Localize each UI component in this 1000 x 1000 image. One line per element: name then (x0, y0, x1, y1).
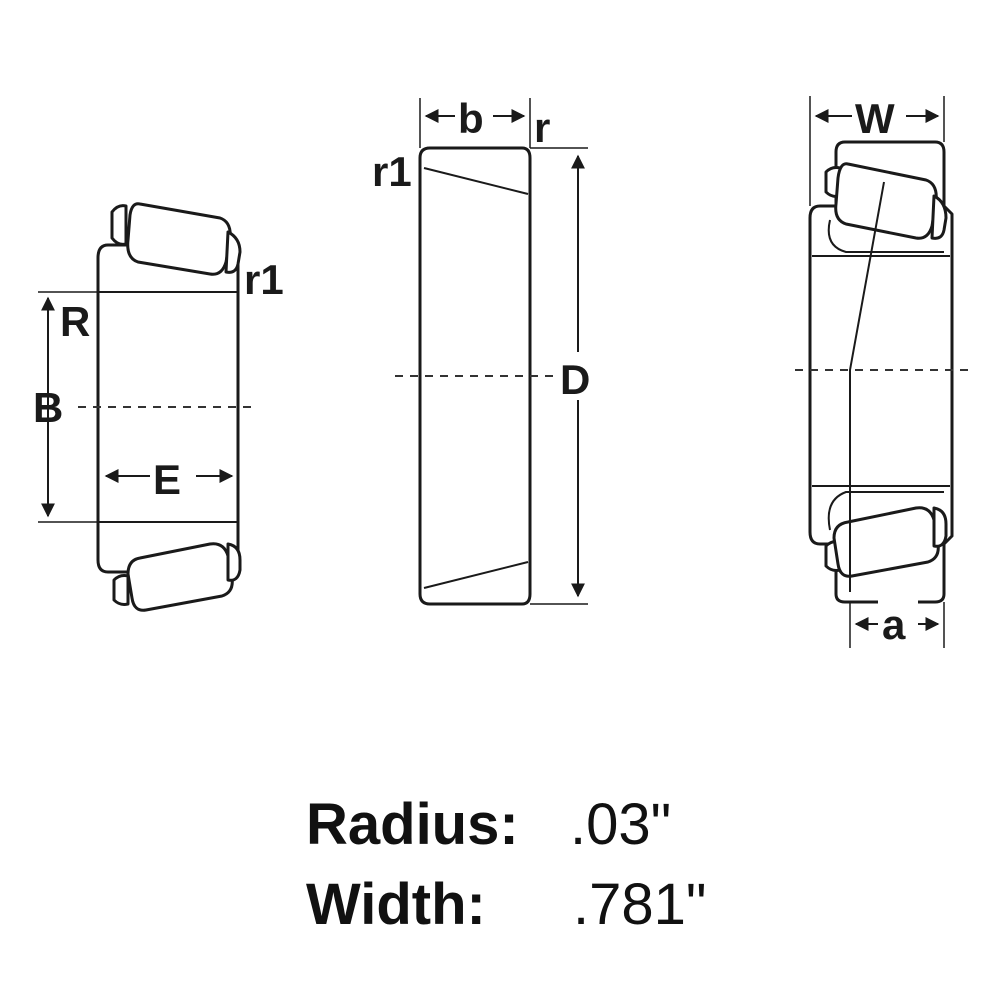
label-B: B (33, 384, 63, 431)
spec-radius: Radius: (306, 796, 519, 854)
label-b: b (458, 95, 484, 142)
label-E: E (153, 456, 181, 503)
spec-width-key: Width: (306, 872, 486, 937)
assembly-roller-top (824, 162, 948, 240)
spec-radius-val: .03" (570, 796, 671, 854)
cone-view: R B E r1 (33, 202, 284, 612)
roller-top (110, 202, 242, 276)
label-r: r (534, 104, 550, 151)
assembly-roller-bottom (824, 506, 948, 578)
spec-width-value: .781" (573, 872, 707, 937)
label-W: W (855, 95, 895, 142)
spec-radius-key: Radius: (306, 792, 519, 857)
label-D: D (560, 356, 590, 403)
cup-race-top (423, 167, 529, 195)
cup-race-bottom (423, 561, 529, 589)
label-a: a (882, 601, 906, 648)
spec-width-val: .781" (573, 876, 706, 934)
label-R: R (60, 298, 90, 345)
spec-radius-value: .03" (570, 792, 672, 857)
contact-angle-line (849, 181, 885, 592)
label-r1-cup: r1 (372, 148, 412, 195)
roller-bottom (112, 542, 242, 612)
cup-view: b r r1 D (372, 94, 602, 606)
spec-width: Width: (306, 876, 486, 934)
label-r1-cone: r1 (244, 256, 284, 303)
assembly-view: W a (795, 92, 968, 648)
